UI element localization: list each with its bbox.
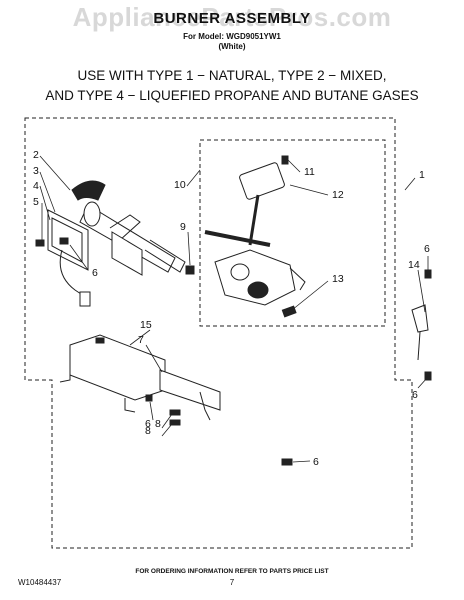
valve-group-outline (199, 139, 386, 327)
watermark-logo: AppliancePartsPros.com (72, 2, 392, 32)
gas-type-line-1: USE WITH TYPE 1 − NATURAL, TYPE 2 − MIXE… (77, 68, 387, 83)
screws (145, 394, 293, 466)
model-line: For Model: WGD9051YW1 (183, 32, 281, 41)
callout-labels: 1 2 3 4 5 6 6 6 6 6 7 8 8 9 10 11 12 13 … (33, 149, 430, 468)
callout-13: 13 (332, 273, 344, 285)
callout-8b: 8 (155, 418, 161, 430)
callout-5: 5 (33, 196, 39, 208)
page-number: 7 (229, 578, 235, 587)
callout-6c: 6 (412, 389, 418, 401)
igniter-bracket (35, 209, 91, 307)
color-line: (White) (218, 42, 246, 51)
gas-type-note: USE WITH TYPE 1 − NATURAL, TYPE 2 − MIXE… (0, 66, 464, 106)
callout-6e: 6 (313, 456, 319, 468)
page-title: BURNER ASSEMBLY (153, 10, 311, 27)
callout-7: 7 (138, 334, 144, 346)
callout-11: 11 (304, 166, 315, 178)
callout-14: 14 (408, 259, 420, 271)
callout-12: 12 (332, 189, 344, 201)
callout-3: 3 (33, 165, 39, 177)
callout-15: 15 (140, 319, 152, 331)
ordering-note: FOR ORDERING INFORMATION REFER TO PARTS … (135, 568, 329, 575)
assembly-outline (24, 117, 413, 549)
heat-shield (111, 231, 143, 276)
burner-tube (71, 180, 186, 273)
model-info: For Model: WGD9051YW1 (White) (0, 32, 464, 52)
callout-4: 4 (33, 180, 39, 192)
callout-6a: 6 (92, 267, 98, 279)
leader-lines (39, 155, 429, 463)
callout-1: 1 (419, 169, 425, 181)
gas-valve (185, 155, 306, 318)
gas-type-line-2: AND TYPE 4 − LIQUEFIED PROPANE AND BUTAN… (45, 88, 419, 103)
callout-8a: 8 (145, 425, 151, 437)
callout-9: 9 (180, 221, 186, 233)
callout-10: 10 (174, 179, 186, 191)
document-number: W10484437 (18, 578, 62, 587)
callout-6d: 6 (145, 418, 151, 430)
callout-2: 2 (33, 149, 39, 161)
support-bracket (159, 369, 221, 421)
sensor-bracket (411, 269, 432, 381)
callout-6b: 6 (424, 243, 430, 255)
